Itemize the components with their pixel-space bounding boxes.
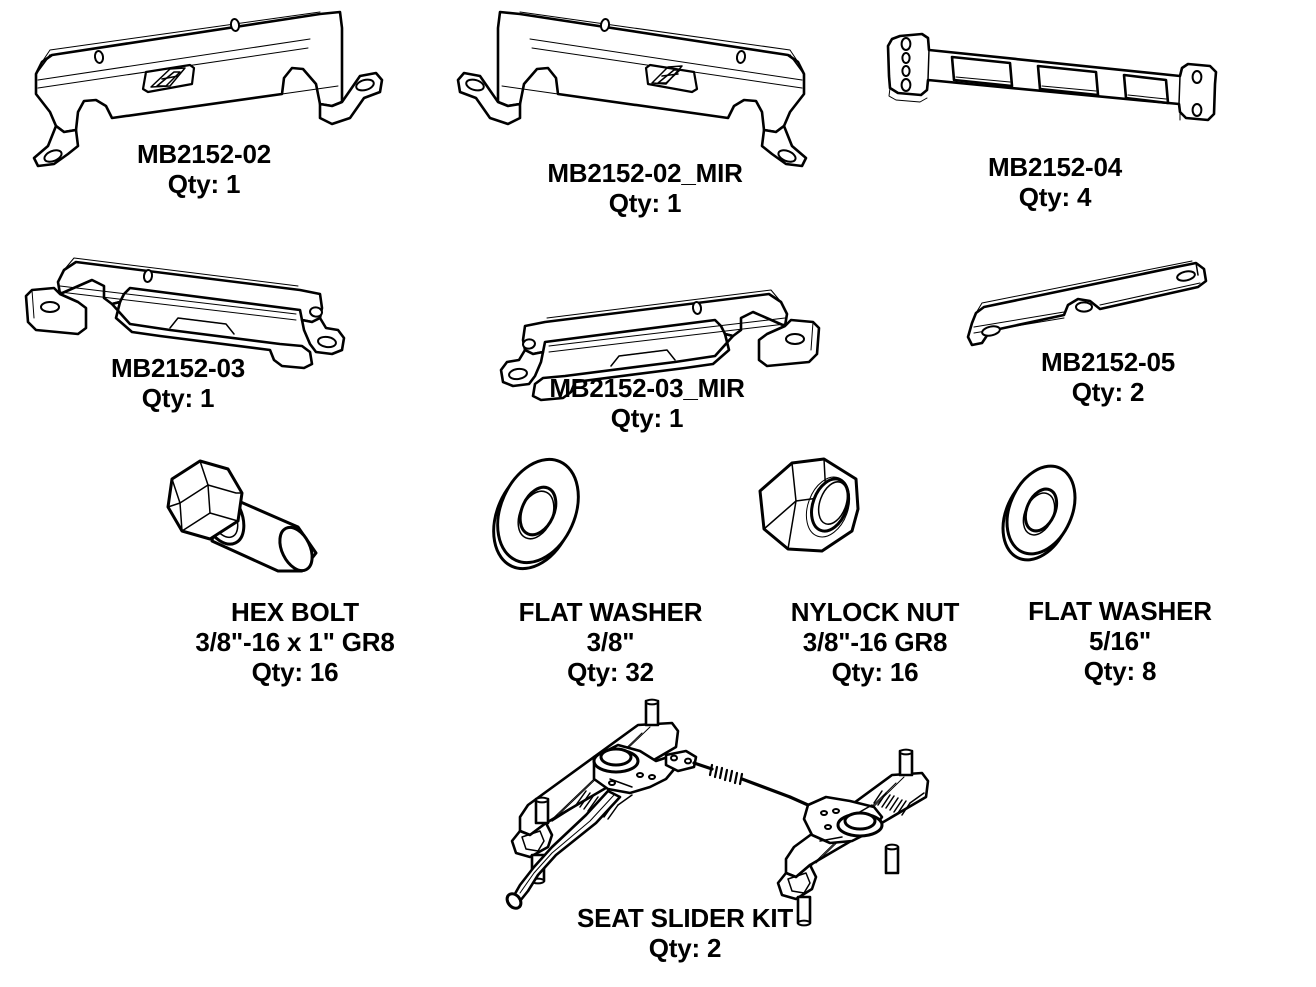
part-label-flat-washer-516: FLAT WASHER 5/16" Qty: 8 [975,596,1265,686]
part-name: MB2152-02_MIR [547,158,743,188]
part-label-mb2152-03: MB2152-03 Qty: 1 [38,353,318,413]
part-label-mb2152-02: MB2152-02 Qty: 1 [64,139,344,199]
part-item-mb2152-02[interactable]: MB2152-02 Qty: 1 [20,6,384,199]
part-item-mb2152-05[interactable]: MB2152-05 Qty: 2 [960,255,1260,425]
part-label-hex-bolt: HEX BOLT 3/8"-16 x 1" GR8 Qty: 16 [150,597,440,687]
part-qty: Qty: 32 [567,657,654,688]
part-name: FLAT WASHER [518,597,703,627]
part-qty: Qty: 1 [141,383,215,414]
part-illustration-seat-slider-kit [490,695,960,927]
part-illustration-hex-bolt [150,445,390,595]
part-qty: Qty: 1 [608,188,682,219]
part-qty: Qty: 16 [831,657,919,688]
part-label-nylock-nut: NYLOCK NUT 3/8"-16 GR8 Qty: 16 [730,597,1020,687]
part-item-mb2152-02-mir[interactable]: MB2152-02_MIR Qty: 1 [455,6,845,218]
part-name: MB2152-03_MIR [549,373,745,403]
part-label-mb2152-03-mir: MB2152-03_MIR Qty: 1 [492,373,802,433]
part-item-mb2152-04[interactable]: MB2152-04 Qty: 4 [880,20,1240,212]
part-illustration-mb2152-02-mir [455,6,835,171]
part-illustration-mb2152-03-mir [470,250,830,402]
part-illustration-nylock-nut [730,445,900,585]
part-illustration-mb2152-02 [20,6,384,171]
part-qty: Qty: 2 [648,933,722,964]
part-item-mb2152-03[interactable]: MB2152-03 Qty: 1 [20,218,380,413]
part-item-flat-washer-516[interactable]: FLAT WASHER 5/16" Qty: 8 [975,450,1265,690]
part-spec: 3/8"-16 x 1" GR8 [195,627,395,658]
part-name: MB2152-04 [987,152,1123,182]
part-label-mb2152-05: MB2152-05 Qty: 2 [968,347,1248,407]
part-name: MB2152-05 [1040,347,1176,377]
part-illustration-mb2152-05 [960,255,1230,360]
part-item-hex-bolt[interactable]: HEX BOLT 3/8"-16 x 1" GR8 Qty: 16 [150,445,450,687]
part-qty: Qty: 2 [1071,377,1145,408]
part-qty: Qty: 4 [1018,182,1092,213]
part-item-mb2152-03-mir[interactable]: MB2152-03_MIR Qty: 1 [470,250,860,450]
part-label-mb2152-04: MB2152-04 Qty: 4 [900,152,1210,212]
part-illustration-flat-washer-516 [975,450,1125,580]
part-spec: 3/8"-16 GR8 [802,627,948,658]
part-qty: Qty: 1 [610,403,684,434]
part-name: NYLOCK NUT [790,597,960,627]
part-name: MB2152-02 [136,139,272,169]
part-item-nylock-nut[interactable]: NYLOCK NUT 3/8"-16 GR8 Qty: 16 [730,445,1020,687]
part-name: FLAT WASHER [1028,596,1212,626]
part-spec: 5/16" [1089,626,1151,657]
part-spec: 3/8" [586,627,635,658]
part-illustration-mb2152-03 [20,218,370,370]
part-item-flat-washer-38[interactable]: FLAT WASHER 3/8" Qty: 32 [468,445,758,687]
part-label-seat-slider-kit: SEAT SLIDER KIT Qty: 2 [530,903,840,963]
part-name: SEAT SLIDER KIT [576,903,794,933]
part-item-seat-slider-kit[interactable]: SEAT SLIDER KIT Qty: 2 [490,695,960,985]
part-label-mb2152-02-mir: MB2152-02_MIR Qty: 1 [495,158,795,218]
part-qty: Qty: 16 [251,657,339,688]
part-illustration-flat-washer-38 [468,445,628,585]
part-illustration-mb2152-04 [880,20,1230,150]
part-qty: Qty: 8 [1083,656,1157,687]
part-name: MB2152-03 [110,353,246,383]
part-qty: Qty: 1 [167,169,241,200]
part-label-flat-washer-38: FLAT WASHER 3/8" Qty: 32 [468,597,753,687]
part-name: HEX BOLT [231,597,359,627]
